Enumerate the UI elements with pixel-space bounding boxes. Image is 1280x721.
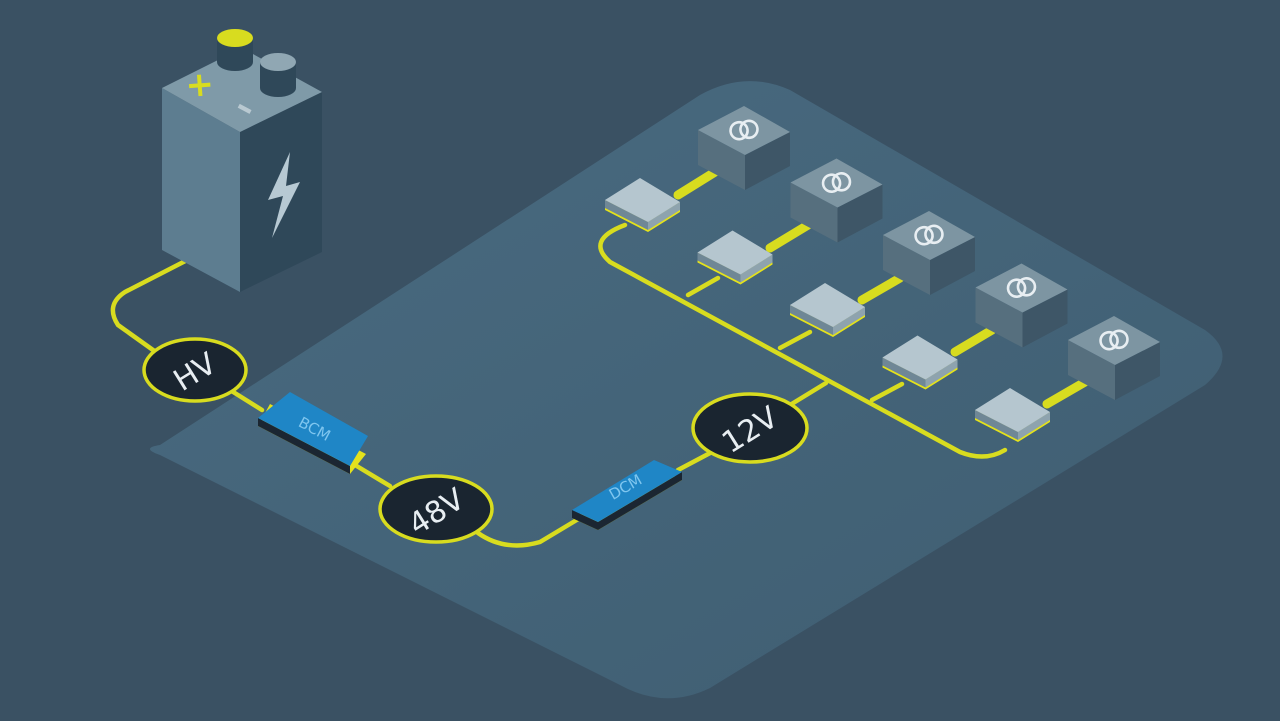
converter-module [975,388,1050,442]
load-leads [673,167,1090,409]
load-box [883,211,975,295]
v12-node: 12V [691,392,809,464]
lightning-bolt-icon [268,152,300,238]
load-box [790,158,883,243]
load-array [605,106,1160,442]
load-box [698,106,790,190]
load-box [1068,316,1160,400]
wiring [110,222,1008,548]
battery-terminal-positive [217,29,253,71]
converter-module [605,178,680,232]
converter-module [882,335,958,390]
battery-plus-symbol: + [184,64,215,106]
converter-module [697,230,773,285]
load-box [975,263,1068,348]
v48-node: 48V [378,474,494,544]
battery-terminal-negative [260,53,296,97]
battery-top-face [162,48,322,132]
hv-node: HV [142,337,248,403]
battery: + – [162,29,322,292]
converter-module [790,283,865,337]
bcm-converter: BCM [258,392,368,474]
battery-front-face [162,88,240,292]
